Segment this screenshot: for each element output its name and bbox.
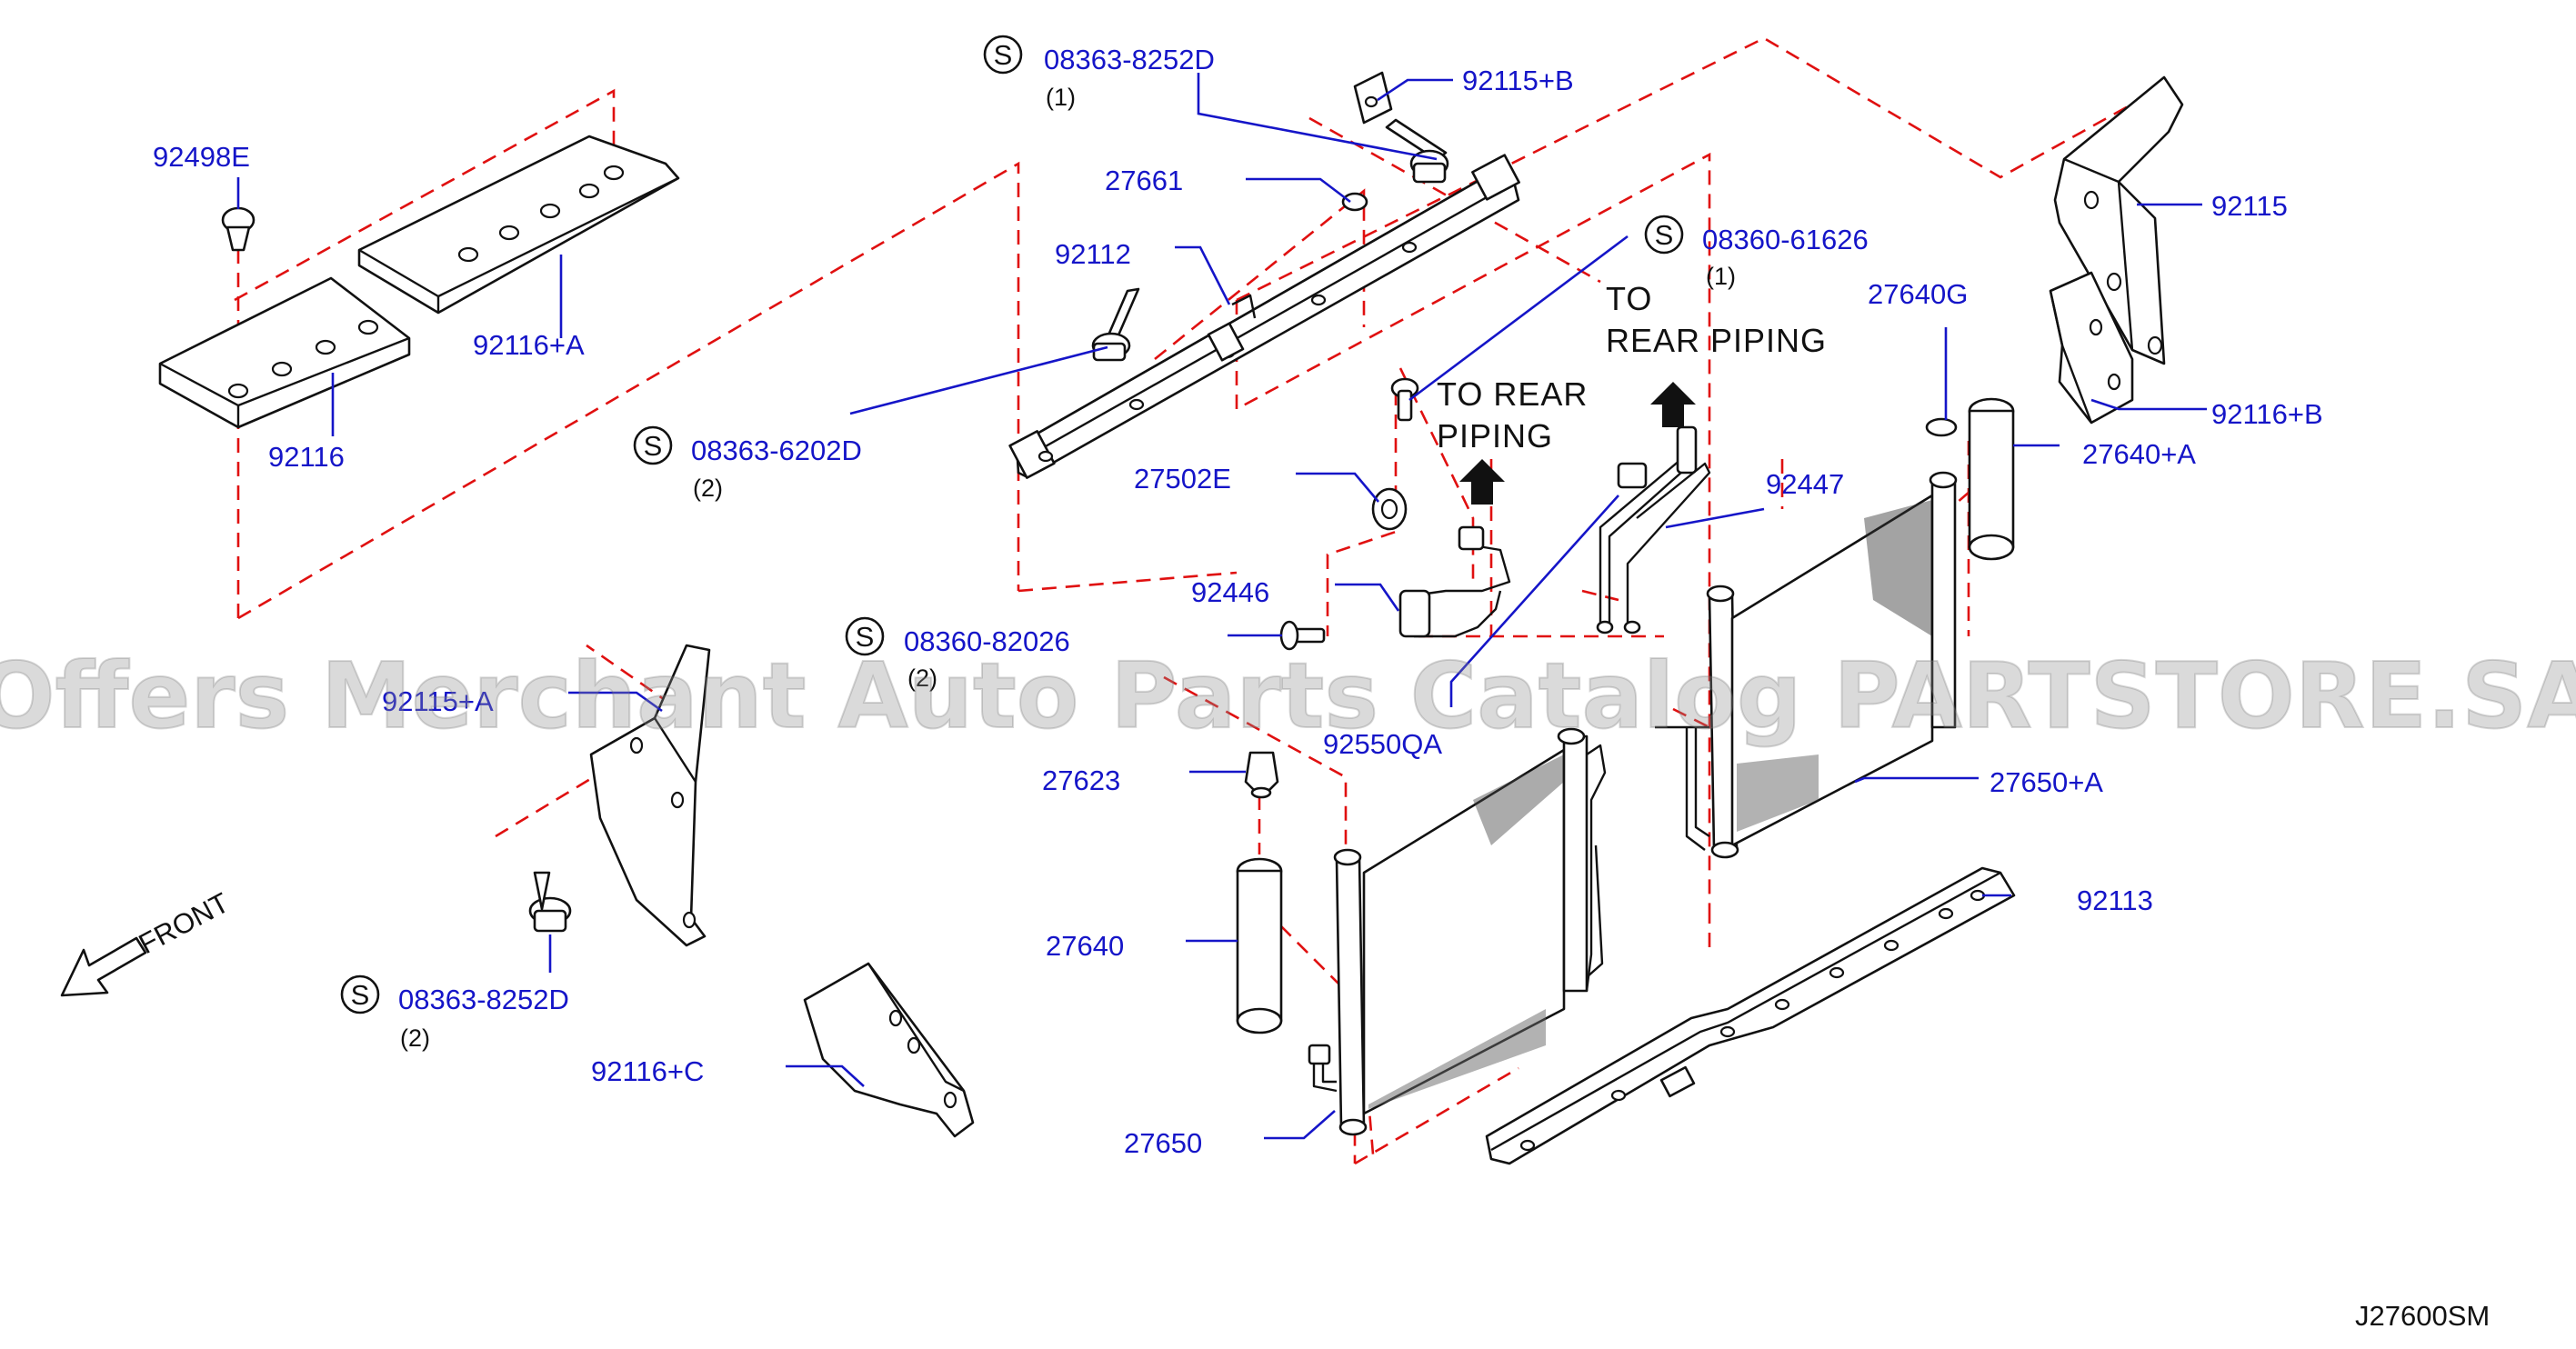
std-part-code-4[interactable]: 08360-82026 bbox=[904, 625, 1070, 657]
std-part-code-3[interactable]: 08363-6202D bbox=[691, 435, 862, 466]
part-label-92116-b[interactable]: 92116+B bbox=[2211, 398, 2323, 430]
part-label-92115[interactable]: 92115 bbox=[2211, 190, 2288, 222]
bolt-08363-6202d bbox=[1091, 287, 1140, 362]
bolt-08360-61626 bbox=[1390, 377, 1419, 422]
front-direction-arrow bbox=[60, 936, 147, 997]
note-to-rear-piping-1-line1: TO bbox=[1606, 280, 1652, 317]
std-symbol-3 bbox=[633, 425, 673, 465]
std-part-qty-1: (1) bbox=[1046, 84, 1076, 111]
std-symbol-2 bbox=[1644, 215, 1684, 255]
std-part-code-1[interactable]: 08363-8252D bbox=[1044, 44, 1215, 75]
std-part-qty-2: (1) bbox=[1706, 263, 1736, 290]
bracket-92113 bbox=[1485, 866, 2016, 1165]
part-label-92116-c[interactable]: 92116+C bbox=[591, 1055, 704, 1087]
part-label-92498e[interactable]: 92498E bbox=[153, 141, 250, 173]
clip-92115-b bbox=[1353, 71, 1393, 125]
part-label-92550qa[interactable]: 92550QA bbox=[1323, 728, 1442, 760]
leader-lines bbox=[236, 73, 2207, 1140]
sensor-27623 bbox=[1244, 751, 1279, 799]
front-label: FRONT bbox=[134, 886, 235, 960]
std-symbol-2-text: S bbox=[1655, 219, 1674, 251]
part-label-92116[interactable]: 92116 bbox=[268, 441, 345, 473]
std-symbol-1-text: S bbox=[994, 39, 1013, 71]
bracket-92115-a bbox=[589, 644, 711, 947]
std-part-qty-4: (2) bbox=[907, 665, 937, 692]
bracket-92115 bbox=[2053, 75, 2184, 365]
diagram-code: J27600SM bbox=[2355, 1300, 2490, 1332]
std-symbol-5 bbox=[340, 974, 380, 1014]
grommet-27661 bbox=[1341, 192, 1368, 212]
std-symbol-3-text: S bbox=[644, 430, 663, 462]
part-label-92447[interactable]: 92447 bbox=[1766, 468, 1844, 500]
receiver-drier-27640-a bbox=[1968, 397, 2015, 561]
std-symbol-5-text: S bbox=[351, 979, 370, 1011]
plate-92116 bbox=[158, 276, 411, 429]
part-label-92115-a[interactable]: 92115+A bbox=[382, 685, 494, 717]
plate-92116-a bbox=[357, 135, 680, 315]
note-to-rear-piping-2-line1: TO REAR bbox=[1437, 375, 1588, 413]
bolt-08363-8252d-bottom bbox=[528, 871, 572, 933]
part-label-27661[interactable]: 27661 bbox=[1105, 165, 1183, 196]
part-label-27623[interactable]: 27623 bbox=[1042, 764, 1120, 796]
std-part-codes: 08363-8252D (1) 08360-61626 (1) 08363-62… bbox=[398, 44, 1869, 1052]
part-label-27650[interactable]: 27650 bbox=[1124, 1127, 1202, 1159]
std-part-qty-3: (2) bbox=[693, 475, 723, 502]
part-label-27650-a[interactable]: 27650+A bbox=[1990, 766, 2103, 798]
note-to-rear-piping-2-line2: PIPING bbox=[1437, 417, 1553, 455]
bracket-92116-c bbox=[803, 962, 975, 1138]
bracket-92116-b bbox=[2049, 271, 2134, 425]
arrow-to-rear-1 bbox=[1650, 382, 1696, 427]
bolt-08363-8252d-top bbox=[1385, 118, 1449, 184]
part-label-27640-a[interactable]: 27640+A bbox=[2082, 438, 2196, 470]
std-part-code-2[interactable]: 08360-61626 bbox=[1702, 224, 1869, 255]
part-label-27502e[interactable]: 27502E bbox=[1134, 463, 1231, 495]
arrow-to-rear-2 bbox=[1459, 459, 1505, 505]
clip-92498e bbox=[221, 206, 256, 252]
pipe-92447 bbox=[1596, 425, 1711, 635]
note-to-rear-piping-1-line2: REAR PIPING bbox=[1606, 322, 1827, 359]
bracket-92112 bbox=[1008, 154, 1520, 479]
clamp-27502e bbox=[1371, 487, 1408, 531]
washer-27640g bbox=[1925, 417, 1958, 437]
std-symbol-4 bbox=[845, 616, 885, 656]
std-part-qty-5: (2) bbox=[400, 1024, 430, 1052]
part-label-92446[interactable]: 92446 bbox=[1191, 576, 1269, 608]
condenser-27650-a bbox=[1655, 471, 1958, 859]
condenser-27650 bbox=[1308, 727, 1607, 1136]
part-labels: 92498E 92116+A 92116 27661 92112 92115+B… bbox=[153, 65, 2323, 1159]
bolt-08360-82026 bbox=[1279, 620, 1326, 651]
std-symbol-1 bbox=[983, 35, 1023, 75]
std-part-code-5[interactable]: 08363-8252D bbox=[398, 984, 569, 1015]
std-symbols: S S S S S bbox=[340, 35, 1684, 1014]
std-symbol-4-text: S bbox=[856, 621, 875, 653]
part-label-92116-a[interactable]: 92116+A bbox=[473, 329, 585, 361]
pipe-92446 bbox=[1398, 525, 1511, 638]
part-label-92113[interactable]: 92113 bbox=[2077, 884, 2153, 916]
part-label-92115-b[interactable]: 92115+B bbox=[1462, 65, 1574, 96]
part-label-27640[interactable]: 27640 bbox=[1046, 930, 1124, 962]
part-label-92112[interactable]: 92112 bbox=[1055, 238, 1131, 270]
part-label-27640g[interactable]: 27640G bbox=[1868, 278, 1968, 310]
watermark: Offers Merchant Auto Parts Catalog PARTS… bbox=[0, 643, 2576, 749]
receiver-drier-27640 bbox=[1236, 857, 1283, 1034]
